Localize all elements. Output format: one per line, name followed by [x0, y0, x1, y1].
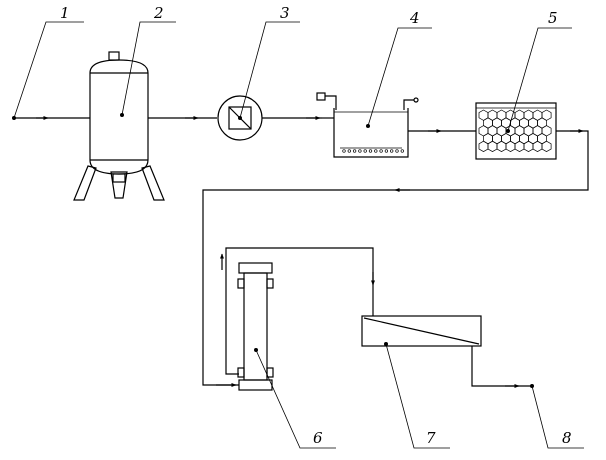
label-2: 2 [153, 4, 164, 22]
leader-line-8 [531, 385, 584, 449]
leader-line-5 [507, 27, 572, 132]
callout-7: 7 [384, 342, 450, 449]
settling-tank-incline [363, 317, 480, 345]
leader-dot-2 [120, 113, 124, 117]
leader-dot-8 [530, 384, 534, 388]
label-7: 7 [426, 429, 436, 447]
honeycomb-cells [478, 109, 552, 153]
outlet-pipe [471, 346, 532, 387]
membrane-module [237, 262, 274, 391]
leader-dot-4 [366, 124, 370, 128]
honeycomb-cell [541, 140, 552, 153]
label-6: 6 [313, 429, 323, 447]
leader-line-1 [13, 21, 84, 119]
leader-line-4 [367, 27, 432, 127]
leader-dot-6 [254, 348, 258, 352]
aerator-nozzle [363, 149, 367, 153]
leader-line-7 [385, 343, 450, 449]
dosing-line [325, 95, 337, 110]
pipe-6-7 [225, 247, 374, 375]
aerator-nozzle [374, 149, 378, 153]
callout-1: 1 [12, 4, 84, 120]
tank-body [333, 108, 409, 158]
label-5: 5 [548, 9, 558, 27]
vessel-top-head [89, 59, 149, 74]
leader-dot-3 [238, 116, 242, 120]
vessel-leg-right [141, 165, 165, 201]
tank-aerator-nozzles [342, 149, 404, 153]
settling-tank-body [361, 315, 482, 347]
aerator-nozzle [379, 149, 383, 153]
module-bottom-cap [238, 379, 273, 391]
aerator-nozzle [342, 149, 346, 153]
leader-line-3 [239, 21, 300, 119]
leader-line-6 [255, 349, 336, 449]
settling-tank [361, 315, 482, 347]
filter-unit-square [228, 106, 252, 130]
flow-lines [14, 116, 589, 388]
leader-line-2 [121, 21, 176, 116]
filter-unit-circle [217, 95, 263, 141]
leader-dot-1 [12, 116, 16, 120]
callout-8: 8 [530, 384, 584, 449]
reaction-tank [316, 92, 419, 158]
module-port-top-right [266, 278, 274, 289]
tank-vent-pipe [403, 99, 414, 110]
aerator-nozzle [395, 149, 399, 153]
aerator-nozzle [368, 149, 373, 153]
aerator-nozzle [347, 149, 351, 153]
module-body [243, 272, 268, 381]
module-port-bottom-left [237, 367, 245, 378]
aerator-nozzle [358, 149, 362, 153]
vessel-leg-middle [110, 171, 128, 199]
honeycomb-cell [505, 140, 516, 153]
pressure-vessel [73, 51, 165, 201]
pipe-5-6 [202, 130, 589, 386]
module-port-bottom-right [266, 367, 274, 378]
honeycomb-cell [487, 140, 498, 153]
label-3: 3 [280, 4, 290, 22]
leader-dot-5 [506, 129, 510, 133]
module-port-top-left [237, 278, 245, 289]
leader-dot-7 [384, 342, 388, 346]
callout-3: 3 [238, 4, 300, 120]
aerator-nozzle [384, 149, 389, 153]
callout-6: 6 [254, 348, 336, 449]
aerator-nozzle [390, 149, 394, 153]
label-8: 8 [562, 429, 572, 447]
honeycomb-filter [475, 102, 557, 160]
callout-2: 2 [120, 4, 176, 117]
aerator-nozzle [352, 149, 357, 153]
honeycomb-cell [514, 140, 525, 153]
honeycomb-cell [523, 140, 534, 153]
vessel-leg-left [73, 165, 97, 201]
aerator-nozzle [400, 149, 404, 153]
vessel-bottom-nozzle [112, 173, 126, 183]
callout-4: 4 [366, 9, 432, 128]
callout-5: 5 [506, 9, 572, 133]
label-4: 4 [409, 9, 420, 27]
honeycomb-cell [496, 140, 507, 153]
dosing-box [316, 92, 326, 101]
vessel-top-nozzle [108, 51, 120, 61]
honeycomb-cell [478, 140, 489, 153]
honeycomb-cell [532, 140, 543, 153]
tank-vent-valve [413, 97, 419, 103]
module-top-cap [238, 262, 273, 274]
callouts: 1 2 3 4 5 6 7 [12, 4, 584, 449]
label-1: 1 [60, 4, 70, 22]
